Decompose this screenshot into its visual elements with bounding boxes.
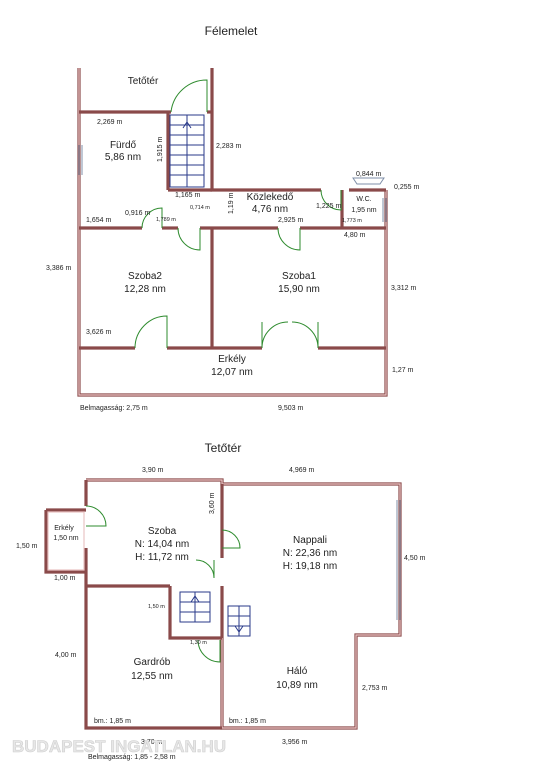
room-gardrob-name: Gardrób [134, 657, 171, 668]
dim-450: 4,50 m [404, 555, 426, 562]
dim-0844: 0,844 m [356, 171, 381, 178]
dim-0916: 0,916 m [125, 210, 150, 217]
room-gardrob-area: 12,55 nm [131, 671, 173, 682]
attic-walls [44, 478, 402, 730]
room-nappali-net: N: 22,36 nm [283, 548, 337, 559]
dim-2925: 2,925 m [278, 217, 303, 224]
room-erkely-name: Erkély [218, 354, 246, 365]
attic-title: Tetőtér [205, 441, 242, 455]
dim-370: 3,70 m [141, 739, 163, 746]
room-szoba-floor: H: 11,72 nm [135, 552, 189, 563]
room-wc-area: 1,95 nm [351, 207, 376, 214]
dim-360: 3,60 m [209, 492, 216, 514]
dim-150a: 1,50 m [16, 543, 38, 550]
room-szoba-net: N: 14,04 nm [135, 539, 189, 550]
room-kozl-name: Közlekedő [247, 192, 294, 203]
room-kozl-area: 4,76 nm [252, 204, 288, 215]
dim-bm1: bm.: 1,85 m [94, 718, 131, 725]
upper-dimensions: 2,269 m 1,915 m 2,283 m 1,165 m 0,844 m … [46, 119, 419, 412]
dim-4969: 4,969 m [289, 467, 314, 474]
dim-1225: 1,225 m [316, 203, 341, 210]
attic-ceiling-height: Belmagasság: 1,85 - 2,58 m [88, 754, 176, 761]
dim-150b: 1,50 m [148, 604, 165, 610]
dim-3386: 3,386 m [46, 265, 71, 272]
dim-1773: 1,773 m [342, 218, 362, 224]
upper-walls [77, 68, 388, 397]
room-furdo-name: Fürdő [110, 140, 137, 151]
room-furdo-area: 5,86 nm [105, 152, 141, 163]
room-attic-erkely-name: Erkély [54, 525, 74, 532]
dim-1165: 1,165 m [175, 192, 200, 199]
upper-floor-title: Félemelet [205, 24, 258, 38]
dim-3626: 3,626 m [86, 329, 111, 336]
dim-480: 4,80 m [344, 232, 366, 239]
room-nappali-floor: H: 19,18 nm [283, 561, 337, 572]
dim-1915: 1,915 m [157, 137, 164, 162]
dim-390: 3,90 m [142, 467, 164, 474]
dim-3956: 3,956 m [282, 739, 307, 746]
upper-roof-label: Tetőtér [128, 76, 159, 87]
dim-130: 1,30 m [190, 640, 207, 646]
room-szoba2-name: Szoba2 [128, 271, 162, 282]
upper-stairs [169, 114, 205, 188]
room-halo-area: 10,89 nm [276, 680, 318, 691]
dim-9503: 9,503 m [278, 405, 303, 412]
room-szoba-name: Szoba [148, 526, 177, 537]
room-szoba1-area: 15,90 nm [278, 284, 320, 295]
dim-400: 4,00 m [55, 652, 77, 659]
dim-2753: 2,753 m [362, 685, 387, 692]
dim-bm2: bm.: 1,85 m [229, 718, 266, 725]
room-nappali-name: Nappali [293, 535, 327, 546]
room-wc-name: W.C. [356, 196, 371, 203]
dim-100: 1,00 m [54, 575, 76, 582]
dim-2269: 2,269 m [97, 119, 122, 126]
attic-stairs [179, 591, 251, 637]
dim-1654: 1,654 m [86, 217, 111, 224]
upper-ceiling-height: Belmagasság: 2,75 m [80, 405, 148, 412]
dim-0714: 0,714 m [190, 205, 210, 211]
dim-1789: 1,789 m [156, 217, 176, 223]
room-szoba2-area: 12,28 nm [124, 284, 166, 295]
watermark-logo: BUDAPEST INGATLAN.HU [12, 737, 226, 756]
dim-3312: 3,312 m [391, 285, 416, 292]
dim-119: 1,19 m [228, 192, 235, 214]
room-attic-erkely-area: 1,50 nm [53, 535, 78, 542]
dim-2283: 2,283 m [216, 143, 241, 150]
room-halo-name: Háló [287, 666, 308, 677]
attic-doors [85, 500, 401, 663]
dim-127: 1,27 m [392, 367, 414, 374]
room-erkely-area: 12,07 nm [211, 367, 253, 378]
upper-doors [78, 79, 387, 349]
dim-0255: 0,255 m [394, 184, 419, 191]
attic-dimensions: 3,90 m 4,969 m 3,60 m 1,50 m 4,50 m 1,00… [16, 467, 426, 746]
room-szoba1-name: Szoba1 [282, 271, 316, 282]
